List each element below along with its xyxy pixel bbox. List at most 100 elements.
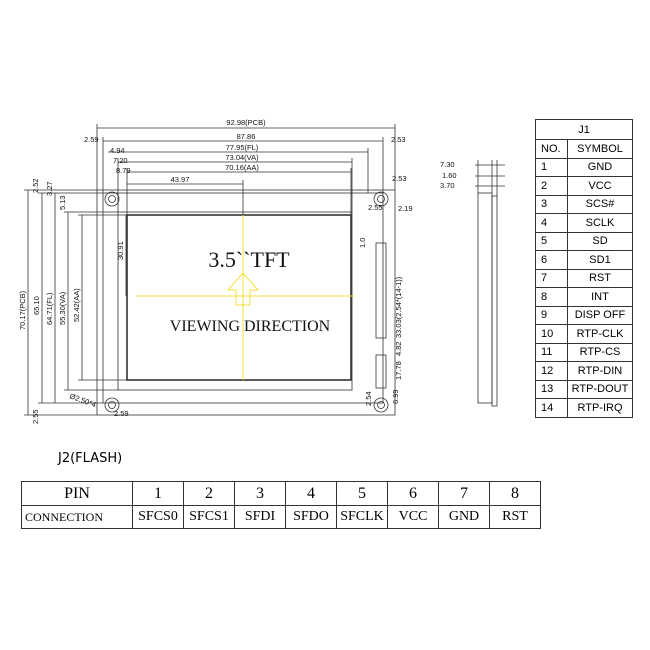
j2-pin-number: 3 xyxy=(234,481,286,506)
dim-2-55-right: 2.55 xyxy=(368,203,383,212)
j2-connection-signal: RST xyxy=(489,505,541,529)
dim-pin-pitch: 33.03(2.54*(14-1)) xyxy=(394,276,403,338)
pin-no: 5 xyxy=(535,231,568,251)
dim-fl-height: 64.71(FL) xyxy=(45,292,54,325)
dim-5-13: 5.13 xyxy=(58,195,67,210)
dim-2-19: 2.19 xyxy=(398,204,413,213)
pin-no: 13 xyxy=(535,379,568,399)
j2-pin-number: 2 xyxy=(183,481,235,506)
viewing-direction-arrow xyxy=(226,272,260,306)
dim-2-53-right: 2.53 xyxy=(392,174,407,183)
pin-symbol: RST xyxy=(567,268,633,288)
j2-connection-signal: SFCS1 xyxy=(183,505,235,529)
dim-4-94: 4.94 xyxy=(110,146,125,155)
pin-symbol: RTP-IRQ xyxy=(567,398,633,418)
j2-connection-signal: VCC xyxy=(387,505,439,529)
dim-2-59-bottom: 2.59 xyxy=(114,409,129,418)
j2-pin-number: 7 xyxy=(438,481,490,506)
pin-symbol: DISP OFF xyxy=(567,305,633,325)
dim-2-52: 2.52 xyxy=(31,178,40,193)
j2-pin-number: 6 xyxy=(387,481,439,506)
j2-pin-number: 1 xyxy=(132,481,184,506)
pin-symbol: SD xyxy=(567,231,633,251)
dim-30-91: 30.91 xyxy=(116,241,125,260)
viewing-area-outline xyxy=(117,211,353,391)
mounting-holes xyxy=(104,191,389,413)
pin-symbol: RTP-DIN xyxy=(567,361,633,381)
active-area-outline xyxy=(126,214,352,381)
dim-fl-width: 77.95(FL) xyxy=(226,143,259,152)
connector-pins xyxy=(375,242,387,389)
pin-no: 6 xyxy=(535,250,568,270)
pin-no: 9 xyxy=(535,305,568,325)
pin-symbol: INT xyxy=(567,287,633,307)
j2-connection-signal: SFDI xyxy=(234,505,286,529)
pin-symbol: GND xyxy=(567,157,633,177)
dim-6-99: 6.99 xyxy=(391,389,400,404)
side-dim-7-30: 7.30 xyxy=(440,160,455,169)
top-dimension-lines xyxy=(96,124,396,215)
dim-center-offset: 43.97 xyxy=(171,175,190,184)
pin-no: 10 xyxy=(535,324,568,344)
j2-connection-row: CONNECTION SFCS0 SFCS1 SFDI SFDO SFCLK V… xyxy=(21,505,541,529)
pin-no: 1 xyxy=(535,157,568,177)
pin-no: 11 xyxy=(535,342,568,362)
side-dim-3-70: 3.70 xyxy=(440,181,455,190)
dim-aa-width: 70.16(AA) xyxy=(225,163,259,172)
dim-va-width: 73.04(VA) xyxy=(225,153,259,162)
pcb-outline xyxy=(96,189,396,416)
pin-no: 14 xyxy=(535,398,568,418)
j2-connection-label: CONNECTION xyxy=(21,505,133,529)
dim-4-82: 4.82 xyxy=(394,341,403,356)
j1-header-symbol: SYMBOL xyxy=(567,139,633,159)
dim-2-55-left: 2.55 xyxy=(31,409,40,424)
pin-symbol: SCS# xyxy=(567,194,633,214)
j1-header-no: NO. xyxy=(535,139,568,159)
j2-pin-number: 4 xyxy=(285,481,337,506)
dim-1-0: 1.0 xyxy=(358,238,367,248)
pin-symbol: SD1 xyxy=(567,250,633,270)
dim-2-53-top: 2.53 xyxy=(391,135,406,144)
pin-no: 8 xyxy=(535,287,568,307)
j2-pin-row: PIN 1 2 3 4 5 6 7 8 xyxy=(21,481,541,506)
dim-7-20: 7.20 xyxy=(113,156,128,165)
dim-17-78: 17.78 xyxy=(394,361,403,380)
dim-aa-height: 52.42(AA) xyxy=(72,288,81,322)
dim-va-height: 55.30(VA) xyxy=(58,291,67,325)
pin-no: 12 xyxy=(535,361,568,381)
pin-symbol: RTP-CLK xyxy=(567,324,633,344)
j2-connection-signal: SFDO xyxy=(285,505,337,529)
dim-pcb-height: 70.17(PCB) xyxy=(18,290,27,330)
left-dimension-lines xyxy=(24,189,127,416)
pin-no: 2 xyxy=(535,176,568,196)
j2-flash-table: PIN 1 2 3 4 5 6 7 8 CONNECTION SFCS0 SFC… xyxy=(21,481,541,529)
j2-pin-number: 5 xyxy=(336,481,388,506)
j1-title: J1 xyxy=(535,119,633,140)
dim-3-27: 3.27 xyxy=(45,181,54,196)
dim-87-86: 87.86 xyxy=(237,132,256,141)
j2-pin-number: 8 xyxy=(489,481,541,506)
pin-symbol: RTP-DOUT xyxy=(567,379,633,399)
dim-2-59-top: 2.59 xyxy=(84,135,99,144)
pin-symbol: RTP-CS xyxy=(567,342,633,362)
j2-connection-signal: SFCLK xyxy=(336,505,388,529)
j2-title: J2(FLASH) xyxy=(58,451,123,466)
j2-pin-label: PIN xyxy=(21,481,133,506)
dim-8-79: 8.79 xyxy=(116,166,131,175)
j2-connection-signal: GND xyxy=(438,505,490,529)
side-dim-1-60: 1.60 xyxy=(442,171,457,180)
